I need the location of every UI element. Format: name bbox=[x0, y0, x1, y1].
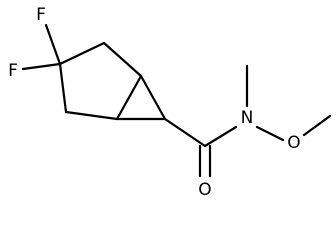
bond-cf2-ch2-upper bbox=[58, 41, 106, 66]
bond-bridgehead-top-cyclopropyl bbox=[139, 74, 167, 121]
bond-bridgehead-fusion bbox=[115, 74, 143, 121]
bond-n-o bbox=[255, 125, 285, 142]
atom-label-fluorine-top: F bbox=[36, 5, 46, 25]
bond-c-f-left bbox=[21, 62, 62, 71]
bond-carbonyl-n bbox=[203, 125, 238, 148]
atom-label-nitrogen: N bbox=[241, 108, 254, 128]
atom-label-oxygen-ether: O bbox=[287, 133, 300, 153]
bond-ch2-lower-cf2 bbox=[58, 62, 68, 114]
atom-label-fluorine-left: F bbox=[8, 61, 18, 81]
bond-bridgehead-ch2-lower bbox=[64, 110, 119, 121]
bond-c-f-top bbox=[44, 23, 62, 66]
chemical-structure-diagram: F F N O O bbox=[8, 5, 332, 200]
atom-label-oxygen-carbonyl: O bbox=[198, 180, 211, 200]
bond-cyclopropyl-carbonyl bbox=[163, 117, 207, 148]
bond-o-methyl bbox=[302, 114, 332, 137]
bond-ch2-upper-bridgehead bbox=[102, 41, 143, 78]
